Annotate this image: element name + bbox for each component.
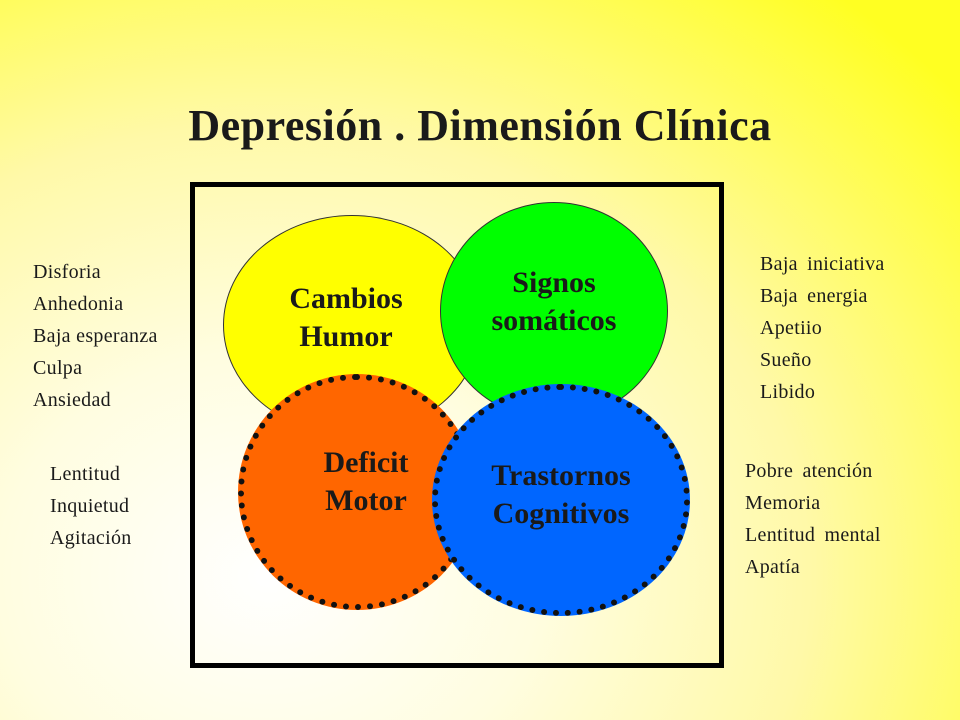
diagram-frame	[190, 182, 724, 668]
list-item: Apatía	[745, 556, 801, 578]
list-item: Libido	[760, 381, 816, 403]
list-item: Baja energia	[760, 285, 868, 307]
list-item: Lentitud	[50, 463, 121, 485]
list-item: Lentitud mental	[745, 524, 881, 546]
list-item: Agitación	[50, 527, 132, 549]
list-item: Pobre atención	[745, 460, 873, 482]
cognitive-disorders-circle: Trastornos Cognitivos	[432, 384, 690, 616]
list-item: Memoria	[745, 492, 821, 514]
somatic-symptoms-list: Baja iniciativa Baja energia Apetiio Sue…	[760, 248, 885, 408]
list-item: Apetiio	[760, 317, 823, 339]
somatic-signs-label: Signos somáticos	[491, 266, 617, 337]
cognitive-disorders-label: Trastornos Cognitivos	[491, 459, 631, 530]
somatic-signs-circle: Signos somáticos	[440, 202, 668, 420]
list-item: Sueño	[760, 349, 812, 371]
list-item: Baja esperanza	[33, 325, 158, 347]
motor-deficit-label: Deficit Motor	[323, 446, 409, 517]
list-item: Culpa	[33, 357, 83, 379]
list-item: Ansiedad	[33, 389, 111, 411]
motor-symptoms-list: Lentitud Inquietud Agitación	[50, 458, 132, 554]
list-item: Disforia	[33, 261, 101, 283]
cognitive-symptoms-list: Pobre atención Memoria Lentitud mental A…	[745, 455, 881, 583]
slide-title: Depresión . Dimensión Clínica	[188, 101, 772, 150]
list-item: Inquietud	[50, 495, 130, 517]
list-item: Baja iniciativa	[760, 253, 885, 275]
mood-symptoms-list: Disforia Anhedonia Baja esperanza Culpa …	[33, 256, 158, 416]
mood-changes-label: Cambios Humor	[289, 282, 403, 353]
list-item: Anhedonia	[33, 293, 124, 315]
